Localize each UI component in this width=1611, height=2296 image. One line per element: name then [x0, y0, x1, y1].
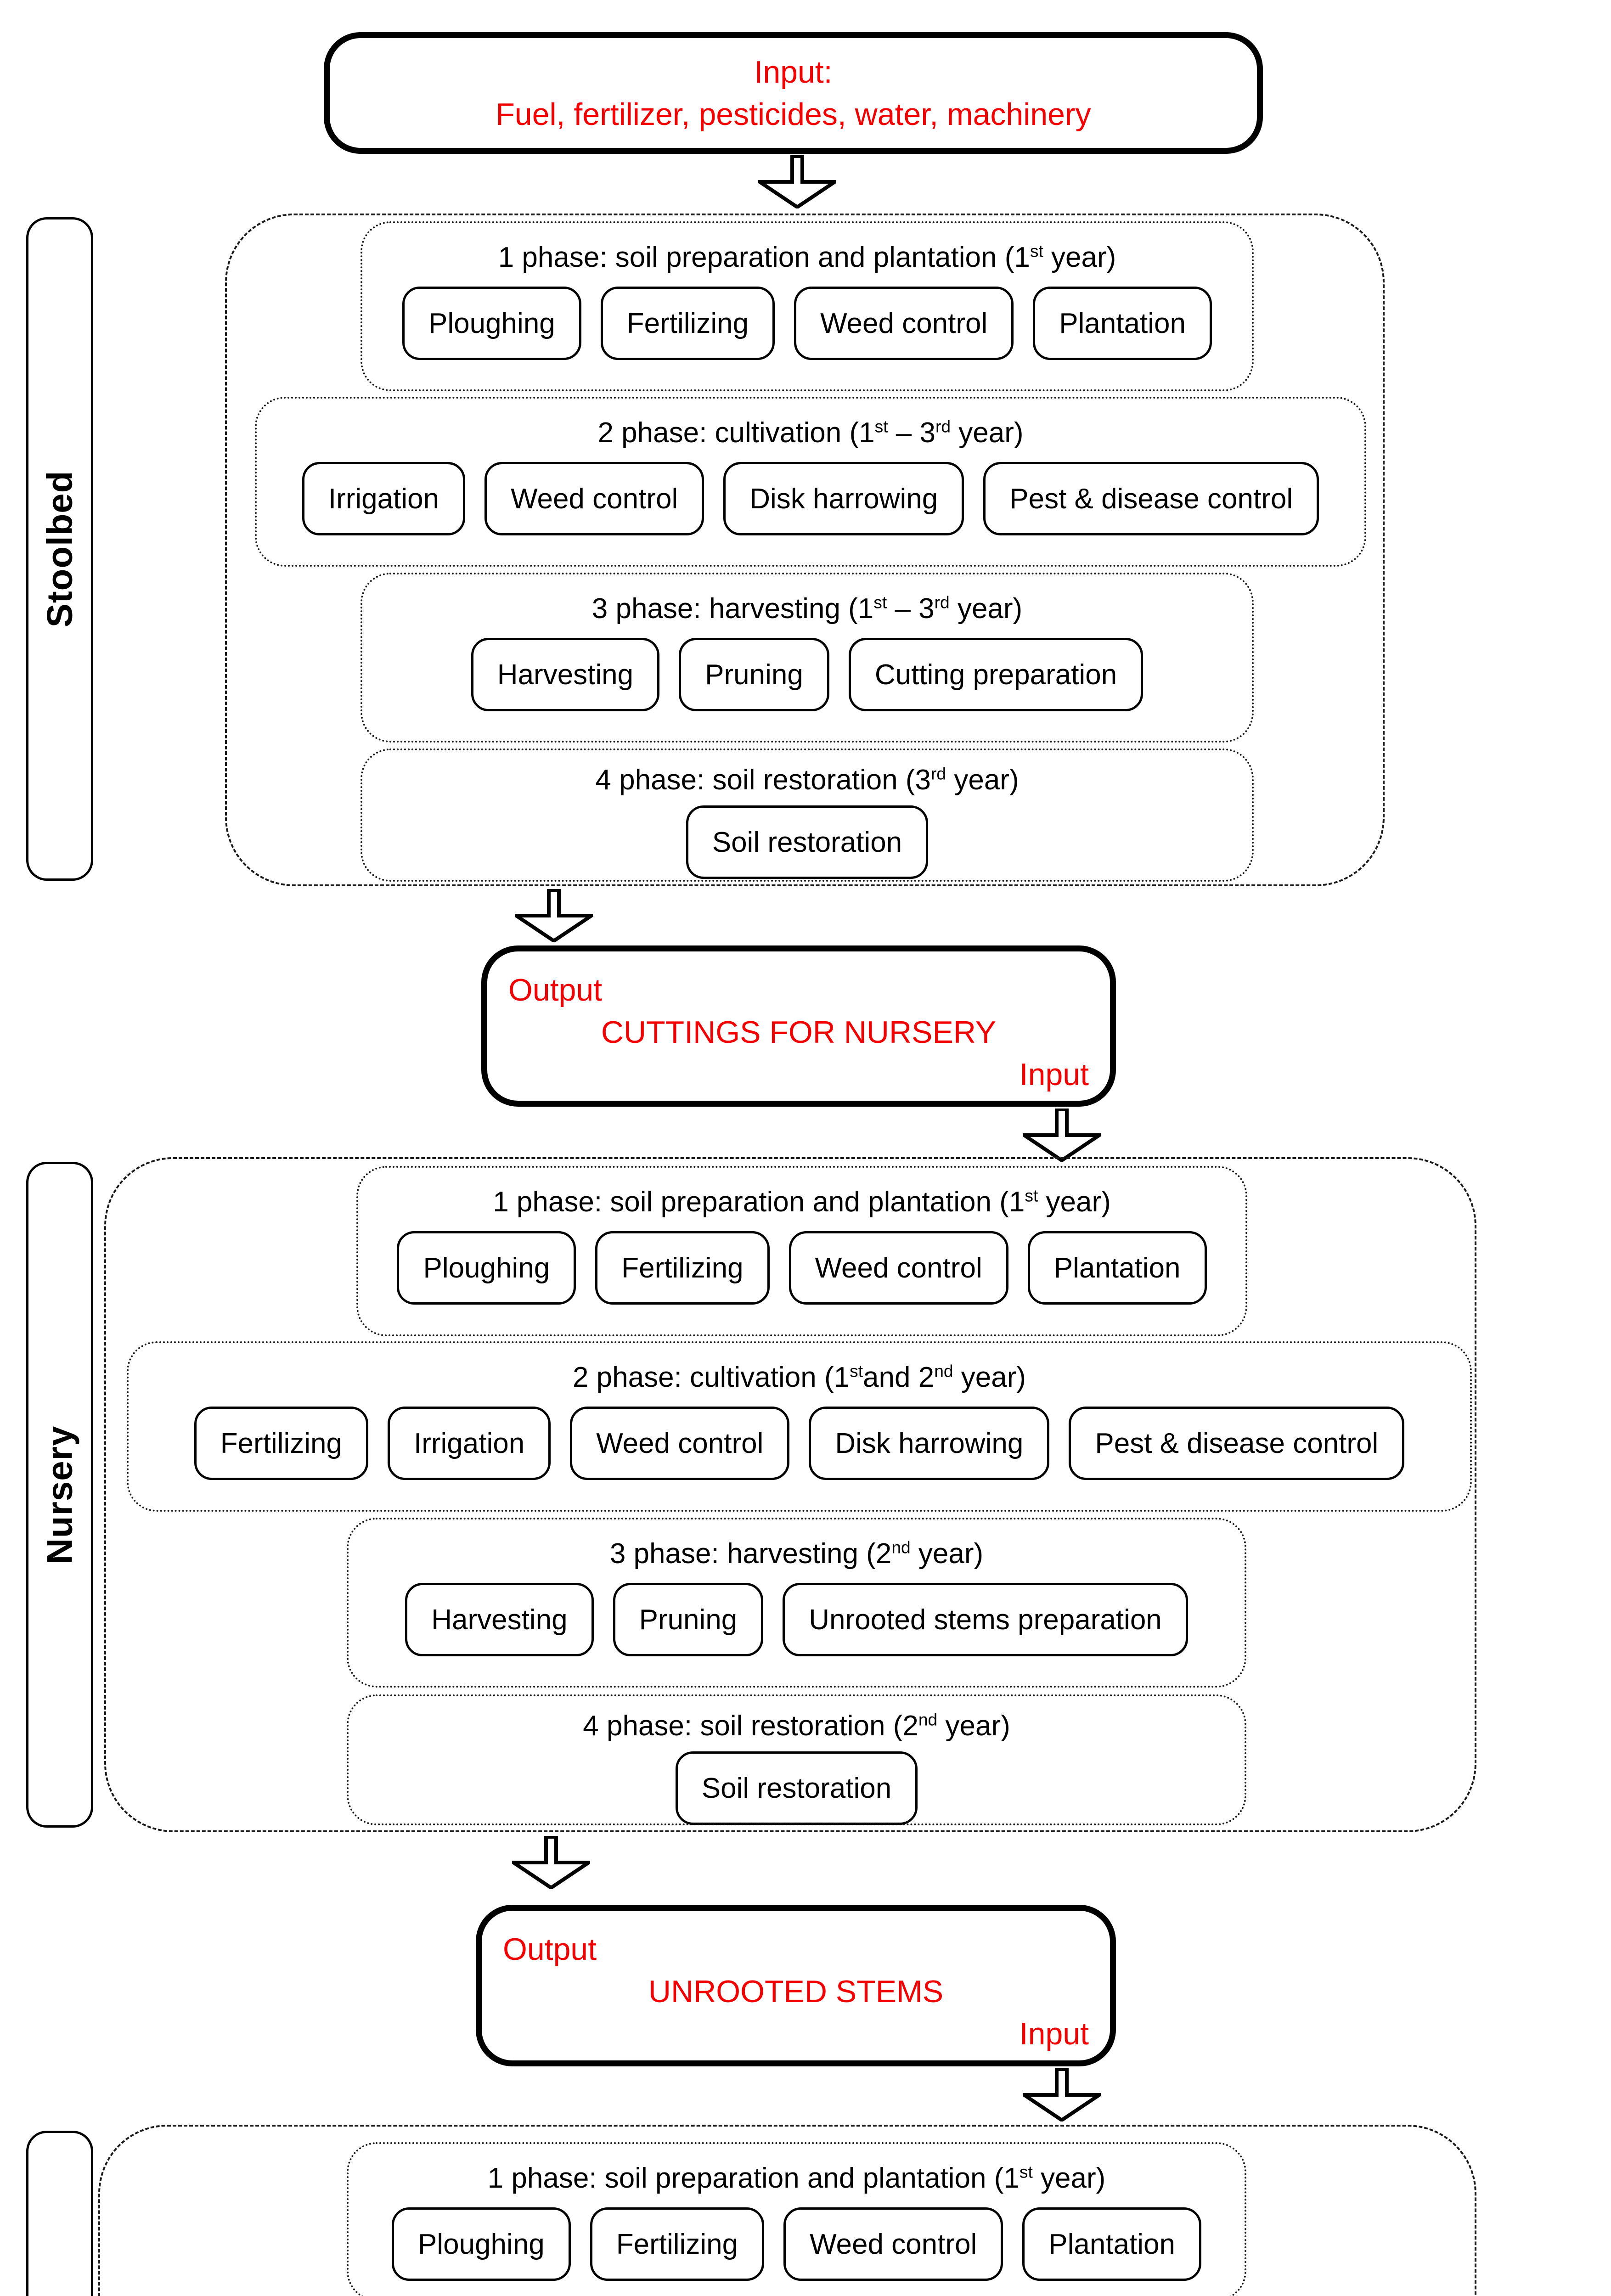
phase-title: 4 phase: soil restoration (2nd year) [583, 1710, 1010, 1742]
activity-box: Pruning [613, 1583, 764, 1656]
activity-box: Plantation [1033, 287, 1212, 360]
phase-title: 3 phase: harvesting (2nd year) [609, 1537, 984, 1570]
activity-row: Ploughing Fertilizing Weed control Plantati… [397, 1231, 1207, 1305]
section-poplar-stand [98, 2125, 1476, 2296]
activity-box: Fertilizing [590, 2207, 765, 2281]
activity-box: Ploughing [402, 287, 581, 360]
activity-box: Soil restoration [675, 1751, 918, 1825]
input-box-items: Fuel, fertilizer, pesticides, water, mac… [496, 96, 1091, 132]
phase-box-stoolbed-4: 4 phase: soil restoration (3rd year) Soi… [361, 748, 1254, 882]
phase-title: 3 phase: harvesting (1st – 3rd year) [591, 592, 1023, 625]
activity-box: Pest & disease control [1069, 1407, 1405, 1480]
input-label: Input [1019, 2016, 1089, 2051]
flow-arrow-down-icon [1023, 2068, 1101, 2122]
phase-box-nursery-1: 1 phase: soil preparation and plantation… [356, 1166, 1247, 1336]
activity-box: Irrigation [302, 462, 466, 535]
activity-box: Weed control [794, 287, 1014, 360]
phase-box-stoolbed-3: 3 phase: harvesting (1st – 3rd year) Har… [361, 573, 1254, 743]
activity-box: Weed control [484, 462, 704, 535]
output-label: Output [503, 1932, 597, 1967]
phase-title: 4 phase: soil restoration (3rd year) [595, 764, 1019, 796]
input-label: Input [1019, 1057, 1089, 1092]
flow-arrow-down-icon [512, 1836, 590, 1889]
activity-box: Harvesting [471, 638, 660, 711]
activity-box: Plantation [1022, 2207, 1202, 2281]
activity-box: Pest & disease control [983, 462, 1319, 535]
transfer-box-cuttings: Output CUTTINGS FOR NURSERY Input [481, 945, 1116, 1107]
phase-title: 1 phase: soil preparation and plantation… [487, 2162, 1106, 2194]
activity-row: Harvesting Pruning Cutting preparation [471, 638, 1143, 711]
transfer-product-label: CUTTINGS FOR NURSERY [601, 1015, 997, 1050]
output-label: Output [508, 973, 603, 1007]
activity-row: Ploughing Fertilizing Weed control Plantati… [402, 287, 1212, 360]
flow-arrow-down-icon [1023, 1109, 1101, 1162]
activity-row: Harvesting Pruning Unrooted stems preparat… [405, 1583, 1188, 1656]
activity-box: Plantation [1027, 1231, 1207, 1305]
phase-title: 1 phase: soil preparation and plantation… [498, 241, 1116, 273]
activity-box: Weed control [783, 2207, 1003, 2281]
phase-box-nursery-2: 2 phase: cultivation (1stand 2nd year) F… [127, 1341, 1472, 1512]
activity-row: Soil restoration [675, 1751, 918, 1825]
phase-box-stoolbed-2: 2 phase: cultivation (1st – 3rd year) Ir… [255, 397, 1366, 567]
section-label-stoolbed: Stoolbed [26, 217, 93, 881]
transfer-product-label: UNROOTED STEMS [648, 1974, 944, 2009]
activity-box: Ploughing [391, 2207, 571, 2281]
section-nursery [104, 1157, 1476, 1832]
phase-box-nursery-4: 4 phase: soil restoration (2nd year) Soi… [347, 1694, 1246, 1825]
section-label-nursery: Nursery [26, 1162, 93, 1828]
activity-box: Harvesting [405, 1583, 594, 1656]
transfer-box-unrooted-stems: Output UNROOTED STEMS Input [476, 1905, 1116, 2066]
phase-title: 1 phase: soil preparation and plantation… [493, 1186, 1111, 1218]
section-stoolbed [225, 214, 1385, 886]
activity-row: Fertilizing Irrigation Weed control Disk ha… [194, 1407, 1405, 1480]
activity-box: Weed control [789, 1231, 1008, 1305]
activity-box: Disk harrowing [809, 1407, 1050, 1480]
activity-box: Soil restoration [686, 805, 929, 879]
phase-title: 2 phase: cultivation (1stand 2nd year) [572, 1361, 1026, 1393]
flow-arrow-down-icon [758, 155, 836, 208]
activity-box: Unrooted stems preparation [783, 1583, 1188, 1656]
section-label-text: Stoolbed [39, 470, 80, 628]
activity-box: Weed control [570, 1407, 790, 1480]
flow-arrow-down-icon [515, 889, 593, 942]
activity-box: Irrigation [387, 1407, 551, 1480]
activity-box: Cutting preparation [848, 638, 1143, 711]
input-box-top: Input: Fuel, fertilizer, pesticides, wat… [324, 32, 1263, 154]
activity-row: Soil restoration [686, 805, 929, 879]
activity-box: Pruning [679, 638, 829, 711]
activity-box: Fertilizing [194, 1407, 368, 1480]
phase-box-poplar-1: 1 phase: soil preparation and plantation… [347, 2142, 1246, 2296]
activity-box: Ploughing [397, 1231, 576, 1305]
activity-box: Fertilizing [600, 287, 775, 360]
input-box-title: Input: [754, 54, 833, 90]
phase-box-nursery-3: 3 phase: harvesting (2nd year) Harvestin… [347, 1518, 1246, 1688]
phase-title: 2 phase: cultivation (1st – 3rd year) [597, 416, 1024, 449]
section-label-text: Nursery [39, 1425, 80, 1564]
phase-box-stoolbed-1: 1 phase: soil preparation and plantation… [361, 221, 1254, 391]
section-label-poplar-stand: Poplar stand [26, 2131, 93, 2296]
activity-box: Fertilizing [595, 1231, 770, 1305]
activity-box: Disk harrowing [723, 462, 964, 535]
